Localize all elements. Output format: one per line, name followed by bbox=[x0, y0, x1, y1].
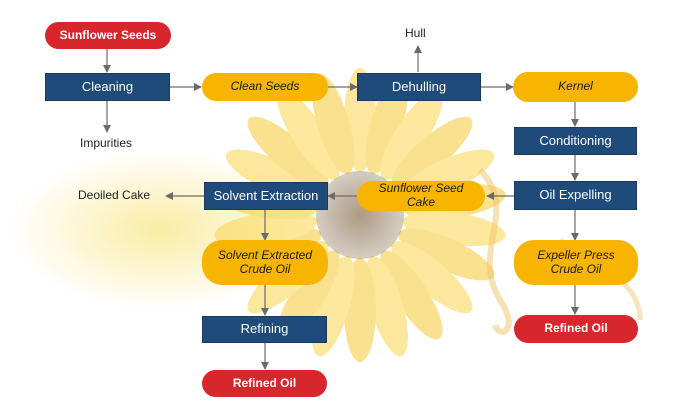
sunflower-petal bbox=[247, 116, 329, 189]
sunflower-petal bbox=[365, 256, 408, 357]
kernel-node: Kernel bbox=[513, 72, 638, 102]
sunflower-petal bbox=[391, 116, 473, 189]
refined-oil-right-node: Refined Oil bbox=[514, 315, 638, 343]
conditioning-node: Conditioning bbox=[514, 127, 637, 155]
sunflower-petal bbox=[380, 90, 443, 180]
solvent-extraction-node: Solvent Extraction bbox=[204, 182, 328, 210]
solvent-extracted-crude-oil-node: Solvent Extracted Crude Oil bbox=[202, 240, 328, 285]
dehulling-node: Dehulling bbox=[357, 73, 481, 101]
sunflower-petal bbox=[277, 90, 340, 180]
deoiled-cake-label: Deoiled Cake bbox=[78, 188, 151, 202]
sunflower-petal bbox=[391, 241, 473, 314]
hull-label: Hull bbox=[405, 26, 426, 40]
sunflower-petal bbox=[380, 250, 443, 340]
sunflower-petal bbox=[312, 73, 355, 174]
sunflower-petal bbox=[398, 228, 495, 281]
sunflower-petal bbox=[214, 211, 318, 247]
oil-expelling-node: Oil Expelling bbox=[514, 181, 637, 210]
expeller-press-crude-oil-node: Expeller Press Crude Oil bbox=[514, 240, 638, 285]
sunflower-seed-cake-node: Sunflower Seed Cake bbox=[357, 181, 485, 211]
impurities-label: Impurities bbox=[80, 136, 133, 150]
refined-oil-left-node: Refined Oil bbox=[202, 370, 327, 397]
sunflower-seeds-node: Sunflower Seeds bbox=[45, 22, 171, 49]
cleaning-node: Cleaning bbox=[45, 73, 170, 101]
refining-node: Refining bbox=[202, 316, 327, 343]
clean-seeds-node: Clean Seeds bbox=[202, 73, 328, 101]
